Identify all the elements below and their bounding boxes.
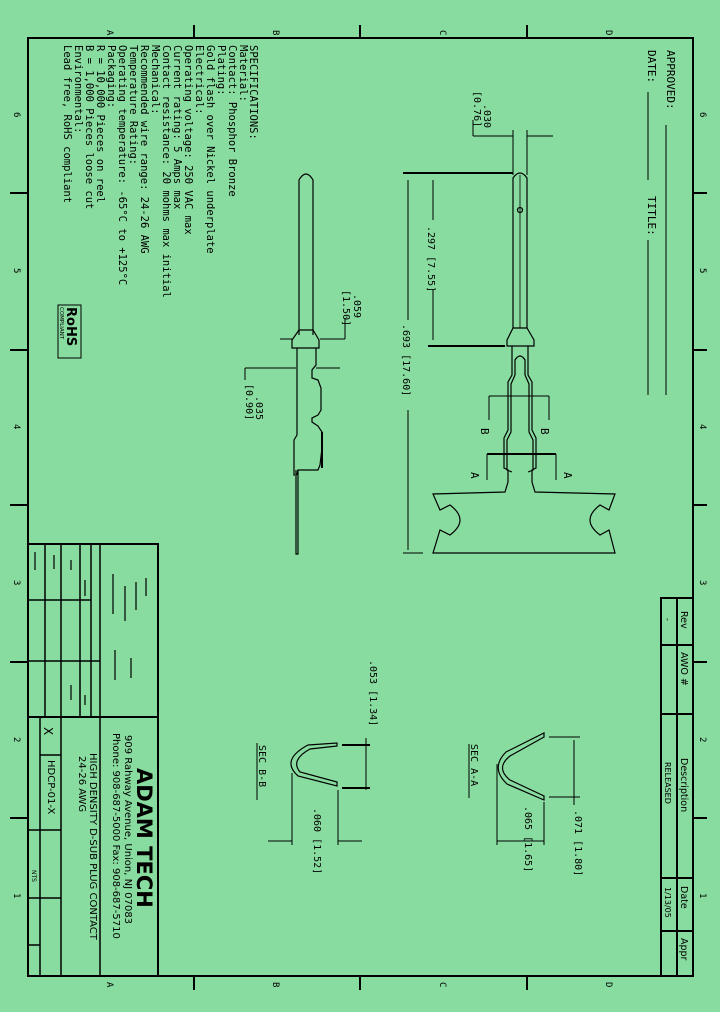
svg-text:Contact: Phosphor Bronze: Contact: Phosphor Bronze xyxy=(226,45,238,197)
svg-text:Plating:: Plating: xyxy=(215,45,227,96)
revision-letter: X xyxy=(41,727,55,735)
svg-text:A: A xyxy=(104,982,114,988)
svg-text:Electrical:: Electrical: xyxy=(193,45,205,115)
date-header: Date xyxy=(678,886,689,909)
rev-value: - xyxy=(663,618,672,621)
svg-text:Gold flash over Nickel underpl: Gold flash over Nickel underplate xyxy=(204,45,216,254)
svg-text:C: C xyxy=(437,982,447,987)
svg-text:.030: .030 xyxy=(481,104,492,128)
svg-text:Current rating: 5 Amps max: Current rating: 5 Amps max xyxy=(171,45,183,209)
svg-text:COMPLIANT: COMPLIANT xyxy=(58,307,64,340)
svg-text:B: B xyxy=(478,428,491,435)
rohs-badge: RoHS COMPLIANT xyxy=(57,304,82,359)
svg-text:1: 1 xyxy=(697,893,707,898)
svg-text:R = 10,000 Pieces on reel: R = 10,000 Pieces on reel xyxy=(94,45,106,203)
svg-text:.065 [1.65]: .065 [1.65] xyxy=(522,806,533,872)
svg-text:2: 2 xyxy=(697,737,707,742)
svg-text:Material:: Material: xyxy=(237,45,249,102)
svg-text:Lead free, RoHS compliant: Lead free, RoHS compliant xyxy=(61,45,73,203)
svg-text:Packaging:: Packaging: xyxy=(105,45,117,108)
side-view-dimensions xyxy=(244,318,346,380)
svg-text:D: D xyxy=(603,982,613,987)
specifications-block: SPECIFICATIONS: Material: Contact: Phosp… xyxy=(61,45,259,298)
svg-text:B: B xyxy=(270,982,280,987)
title-block-fine-print xyxy=(34,552,147,705)
contact-top-view xyxy=(432,172,616,554)
zone-ticks xyxy=(10,25,707,990)
svg-text:B: B xyxy=(270,30,280,35)
drawing-subtitle: 24-26 AWG xyxy=(76,756,87,812)
svg-text:5: 5 xyxy=(11,268,21,273)
section-cut-lines xyxy=(486,395,557,480)
svg-text:.297 [7.55]: .297 [7.55] xyxy=(425,226,436,292)
approved-label: APPROVED: xyxy=(664,50,677,110)
svg-text:5: 5 xyxy=(697,268,707,273)
svg-text:A: A xyxy=(104,30,114,36)
appr-header: Appr xyxy=(678,938,689,961)
title-label: TITLE: xyxy=(645,196,658,236)
company-phone: Phone: 908-687-5000 Fax: 908-687-5710 xyxy=(110,733,121,939)
description-header: Description xyxy=(678,758,689,812)
section-a-a: .071 [1.80] .065 [1.65] SEC A-A xyxy=(468,732,583,876)
svg-text:4: 4 xyxy=(11,424,21,429)
section-markers: B B A A xyxy=(468,428,574,479)
top-view-dimensions xyxy=(403,120,553,554)
contact-side-view xyxy=(291,173,323,555)
svg-text:6: 6 xyxy=(11,112,21,117)
svg-text:Contact resistance: 20 mohms m: Contact resistance: 20 mohms max initial xyxy=(160,45,172,298)
svg-text:D: D xyxy=(603,30,613,35)
svg-text:3: 3 xyxy=(697,580,707,585)
svg-text:[0.76]: [0.76] xyxy=(471,91,482,127)
section-b-b: .053 [1.34] .060 [1.52] SEC B-B xyxy=(256,660,378,874)
revision-block: Rev AWO # Description Date Appr - RELEAS… xyxy=(660,597,694,977)
svg-text:A: A xyxy=(561,472,574,479)
rev-header: Rev xyxy=(678,611,689,629)
awo-header: AWO # xyxy=(678,652,689,686)
svg-text:RoHS: RoHS xyxy=(63,307,78,346)
zone-labels: A B C D A B C D 6 5 4 3 2 1 6 5 4 3 2 1 xyxy=(11,30,707,988)
description-value: RELEASED xyxy=(663,762,672,804)
side-view-labels: .059 [1.50] .035 [0.90] xyxy=(243,290,362,420)
svg-text:.071 [1.80]: .071 [1.80] xyxy=(572,810,583,876)
date-label: DATE: xyxy=(645,50,658,83)
svg-text:B: B xyxy=(538,428,551,435)
sec-bb-label: SEC B-B xyxy=(256,745,267,787)
svg-text:B = 1,000 Pieces loose cut: B = 1,000 Pieces loose cut xyxy=(83,45,95,209)
company-address: 909 Rahway Avenue, Union, NJ 07083 xyxy=(122,735,133,924)
company-name: ADAM TECH xyxy=(132,768,156,908)
approval-header: APPROVED: DATE: TITLE: xyxy=(645,50,677,395)
top-view-labels: .030 [0.76] .297 [7.55] .693 [17.60] xyxy=(400,91,492,396)
date-value: 1/13/05 xyxy=(663,887,672,918)
svg-text:[1.50]: [1.50] xyxy=(340,290,351,326)
svg-text:1: 1 xyxy=(11,893,21,898)
svg-text:Environmental:: Environmental: xyxy=(72,45,84,134)
svg-text:4: 4 xyxy=(697,424,707,429)
svg-text:.035: .035 xyxy=(253,396,264,420)
svg-text:A: A xyxy=(468,472,481,479)
svg-text:Mechanical:: Mechanical: xyxy=(149,45,161,115)
svg-text:6: 6 xyxy=(697,112,707,117)
svg-text:.059: .059 xyxy=(351,294,362,318)
svg-text:2: 2 xyxy=(11,737,21,742)
title-block: ADAM TECH 909 Rahway Avenue, Union, NJ 0… xyxy=(27,543,159,977)
drawing-title: HIGH DENSITY D-SUB PLUG CONTACT xyxy=(87,753,98,941)
svg-text:Operating temperature: -65°C t: Operating temperature: -65°C to +125°C xyxy=(116,45,128,285)
svg-text:.053 [1.34]: .053 [1.34] xyxy=(367,660,378,726)
svg-text:[0.90]: [0.90] xyxy=(243,384,254,420)
svg-text:3: 3 xyxy=(11,580,21,585)
sec-aa-label: SEC A-A xyxy=(468,744,479,786)
specifications-heading: SPECIFICATIONS: xyxy=(247,45,259,140)
svg-text:Temperature Rating:: Temperature Rating: xyxy=(127,45,139,165)
svg-text:.060 [1.52]: .060 [1.52] xyxy=(311,808,322,874)
svg-text:Operating voltage: 250 VAC max: Operating voltage: 250 VAC max xyxy=(182,45,194,235)
scale-value: NTS xyxy=(30,870,37,882)
svg-text:Recommended wire range: 24-26: Recommended wire range: 24-26 AWG xyxy=(138,45,150,254)
svg-text:.693 [17.60]: .693 [17.60] xyxy=(400,324,411,396)
part-number: HDCP-01-X xyxy=(45,760,56,814)
svg-text:C: C xyxy=(437,30,447,35)
